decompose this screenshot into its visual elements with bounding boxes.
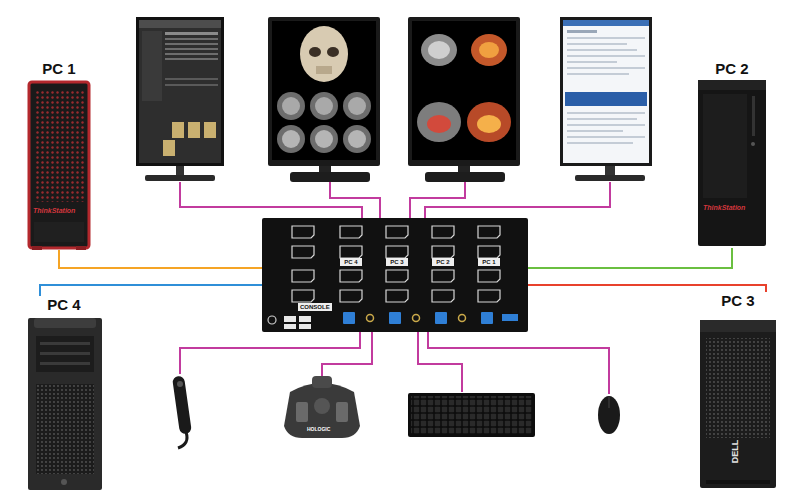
monitor [408, 17, 520, 182]
pc-node: PC 1 [24, 60, 94, 250]
brand-logo: ThinkStation [33, 206, 75, 215]
port-label: PC 3 [386, 258, 408, 266]
pc-label: PC 4 [47, 296, 80, 314]
video-wires [180, 182, 610, 394]
monitor [560, 17, 652, 181]
kvm-switch: CONSOLE [262, 218, 528, 332]
monitor [268, 17, 380, 182]
cable [528, 285, 766, 292]
cable [59, 250, 262, 268]
port-label: PC 4 [340, 258, 362, 266]
port-label: PC 2 [432, 258, 454, 266]
port-label: PC 1 [478, 258, 500, 266]
brand-logo: HOLOGIC [307, 426, 330, 433]
pc-tower [28, 318, 102, 490]
cable [528, 248, 732, 268]
brand-logo: DELL [730, 440, 741, 464]
pc-tower [698, 80, 766, 246]
microphone [172, 375, 192, 448]
pc-label: PC 2 [715, 60, 748, 78]
pc-node: PC 2 [694, 60, 770, 248]
foot-pedal [284, 376, 360, 438]
mouse [598, 396, 620, 434]
keyboard [408, 393, 535, 437]
port-label: CONSOLE [298, 303, 332, 311]
kvm-switch [262, 218, 528, 332]
cable [40, 285, 262, 296]
pc-tower [700, 320, 776, 488]
pc-label: PC 3 [721, 292, 754, 310]
pc-node: PC 4 [24, 296, 104, 492]
pc-tower [29, 82, 89, 250]
brand-logo: ThinkStation [703, 203, 745, 212]
monitor [136, 17, 224, 181]
pc-label: PC 1 [42, 60, 75, 78]
